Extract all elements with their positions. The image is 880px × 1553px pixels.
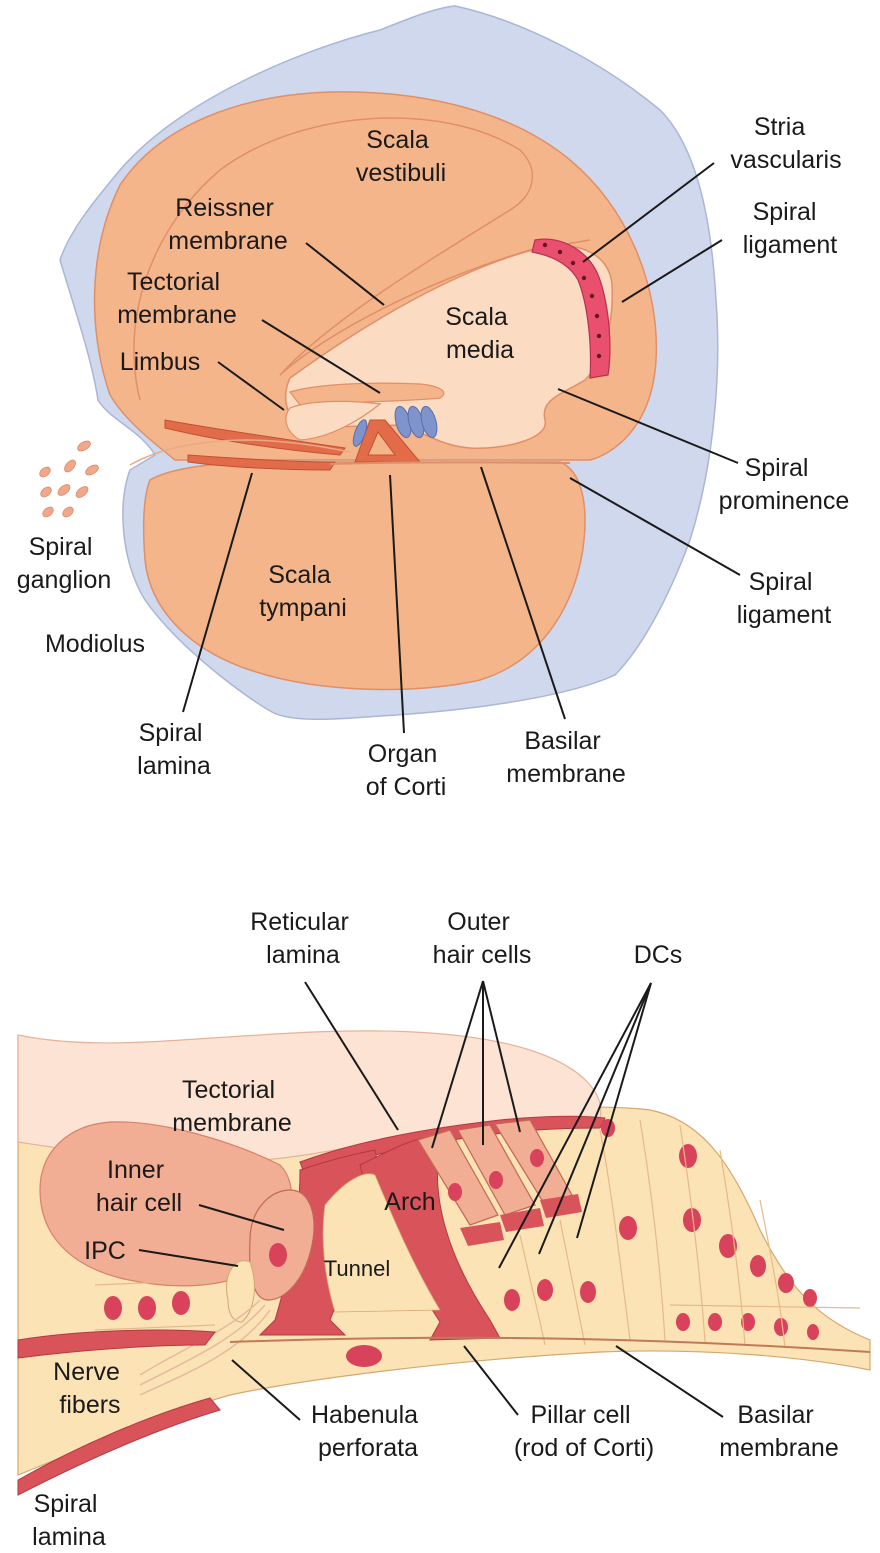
label-scala-media: Scala media <box>445 303 515 364</box>
scala-tympani-region <box>142 460 586 691</box>
label-organ-of-corti: Organ of Corti <box>366 740 447 801</box>
label-habenula-perforata: Habenula perforata <box>311 1401 425 1462</box>
border-cell-nuclei <box>104 1291 190 1320</box>
top-leader-lines <box>182 162 741 734</box>
label-reticular-lamina: Reticular lamina <box>250 908 356 969</box>
label-limbus: Limbus <box>120 348 201 376</box>
inner-hair-cell-top <box>352 419 368 447</box>
label-tectorial-membrane-top: Tectorial membrane <box>117 268 237 329</box>
label-tectorial-membrane-bottom: Tectorial membrane <box>172 1076 292 1137</box>
tunnel-lumen <box>322 1173 441 1313</box>
outer-support-nuclei <box>346 1119 819 1367</box>
label-spiral-ligament-upper: Spiral ligament <box>743 198 838 259</box>
label-inner-hair-cell: Inner hair cell <box>96 1156 182 1217</box>
spiral-lamina-bar-lower <box>17 1397 221 1496</box>
organ-of-corti-detail <box>17 1030 871 1496</box>
label-arch: Arch <box>384 1188 435 1216</box>
inner-hair-cell-group <box>226 1189 315 1323</box>
cochlea-cross-section <box>39 5 719 721</box>
label-nerve-fibers: Nerve fibers <box>53 1358 127 1419</box>
label-spiral-lamina-bottom: Spiral lamina <box>32 1490 106 1551</box>
label-ipc: IPC <box>84 1237 126 1265</box>
label-spiral-lamina-top: Spiral lamina <box>137 719 211 780</box>
label-basilar-membrane-top: Basilar membrane <box>506 727 626 788</box>
nerve-fibers-top <box>129 439 351 466</box>
label-spiral-prominence: Spiral prominence <box>719 454 850 515</box>
top-labels: Scala vestibuli Stria vascularis Spiral … <box>17 113 850 801</box>
outer-hair-cells-group <box>417 1119 582 1246</box>
spiral-lamina-plate-upper <box>164 419 346 456</box>
bottom-labels: Reticular lamina Outer hair cells DCs Te… <box>32 908 839 1551</box>
scala-vestibuli-outline <box>133 117 534 401</box>
label-tunnel: Tunnel <box>324 1256 390 1281</box>
limbus-region <box>285 400 382 441</box>
label-scala-tympani: Scala tympani <box>259 561 347 622</box>
bottom-leader-lines <box>138 980 724 1421</box>
basilar-membrane-bottom <box>229 1336 871 1353</box>
label-outer-hair-cells: Outer hair cells <box>433 908 532 969</box>
spiral-lamina-bar-upper <box>17 1329 216 1359</box>
label-stria-vascularis: Stria vascularis <box>730 113 841 174</box>
label-basilar-membrane-bottom: Basilar membrane <box>719 1401 839 1462</box>
outer-hair-cell-top-3 <box>420 405 438 439</box>
label-scala-vestibuli: Scala vestibuli <box>356 126 446 187</box>
label-spiral-ganglion: Spiral ganglion <box>17 533 112 594</box>
basilar-membrane-top <box>329 461 571 465</box>
spiral-ganglion-cells <box>39 440 99 518</box>
spiral-lamina-plate-lower <box>187 454 336 471</box>
label-dcs: DCs <box>634 941 683 969</box>
stria-vascularis <box>531 238 611 379</box>
label-reissner-membrane: Reissner membrane <box>168 194 288 255</box>
label-pillar-cell: Pillar cell (rod of Corti) <box>514 1401 654 1462</box>
label-spiral-ligament-lower: Spiral ligament <box>737 568 832 629</box>
label-modiolus: Modiolus <box>45 630 145 658</box>
